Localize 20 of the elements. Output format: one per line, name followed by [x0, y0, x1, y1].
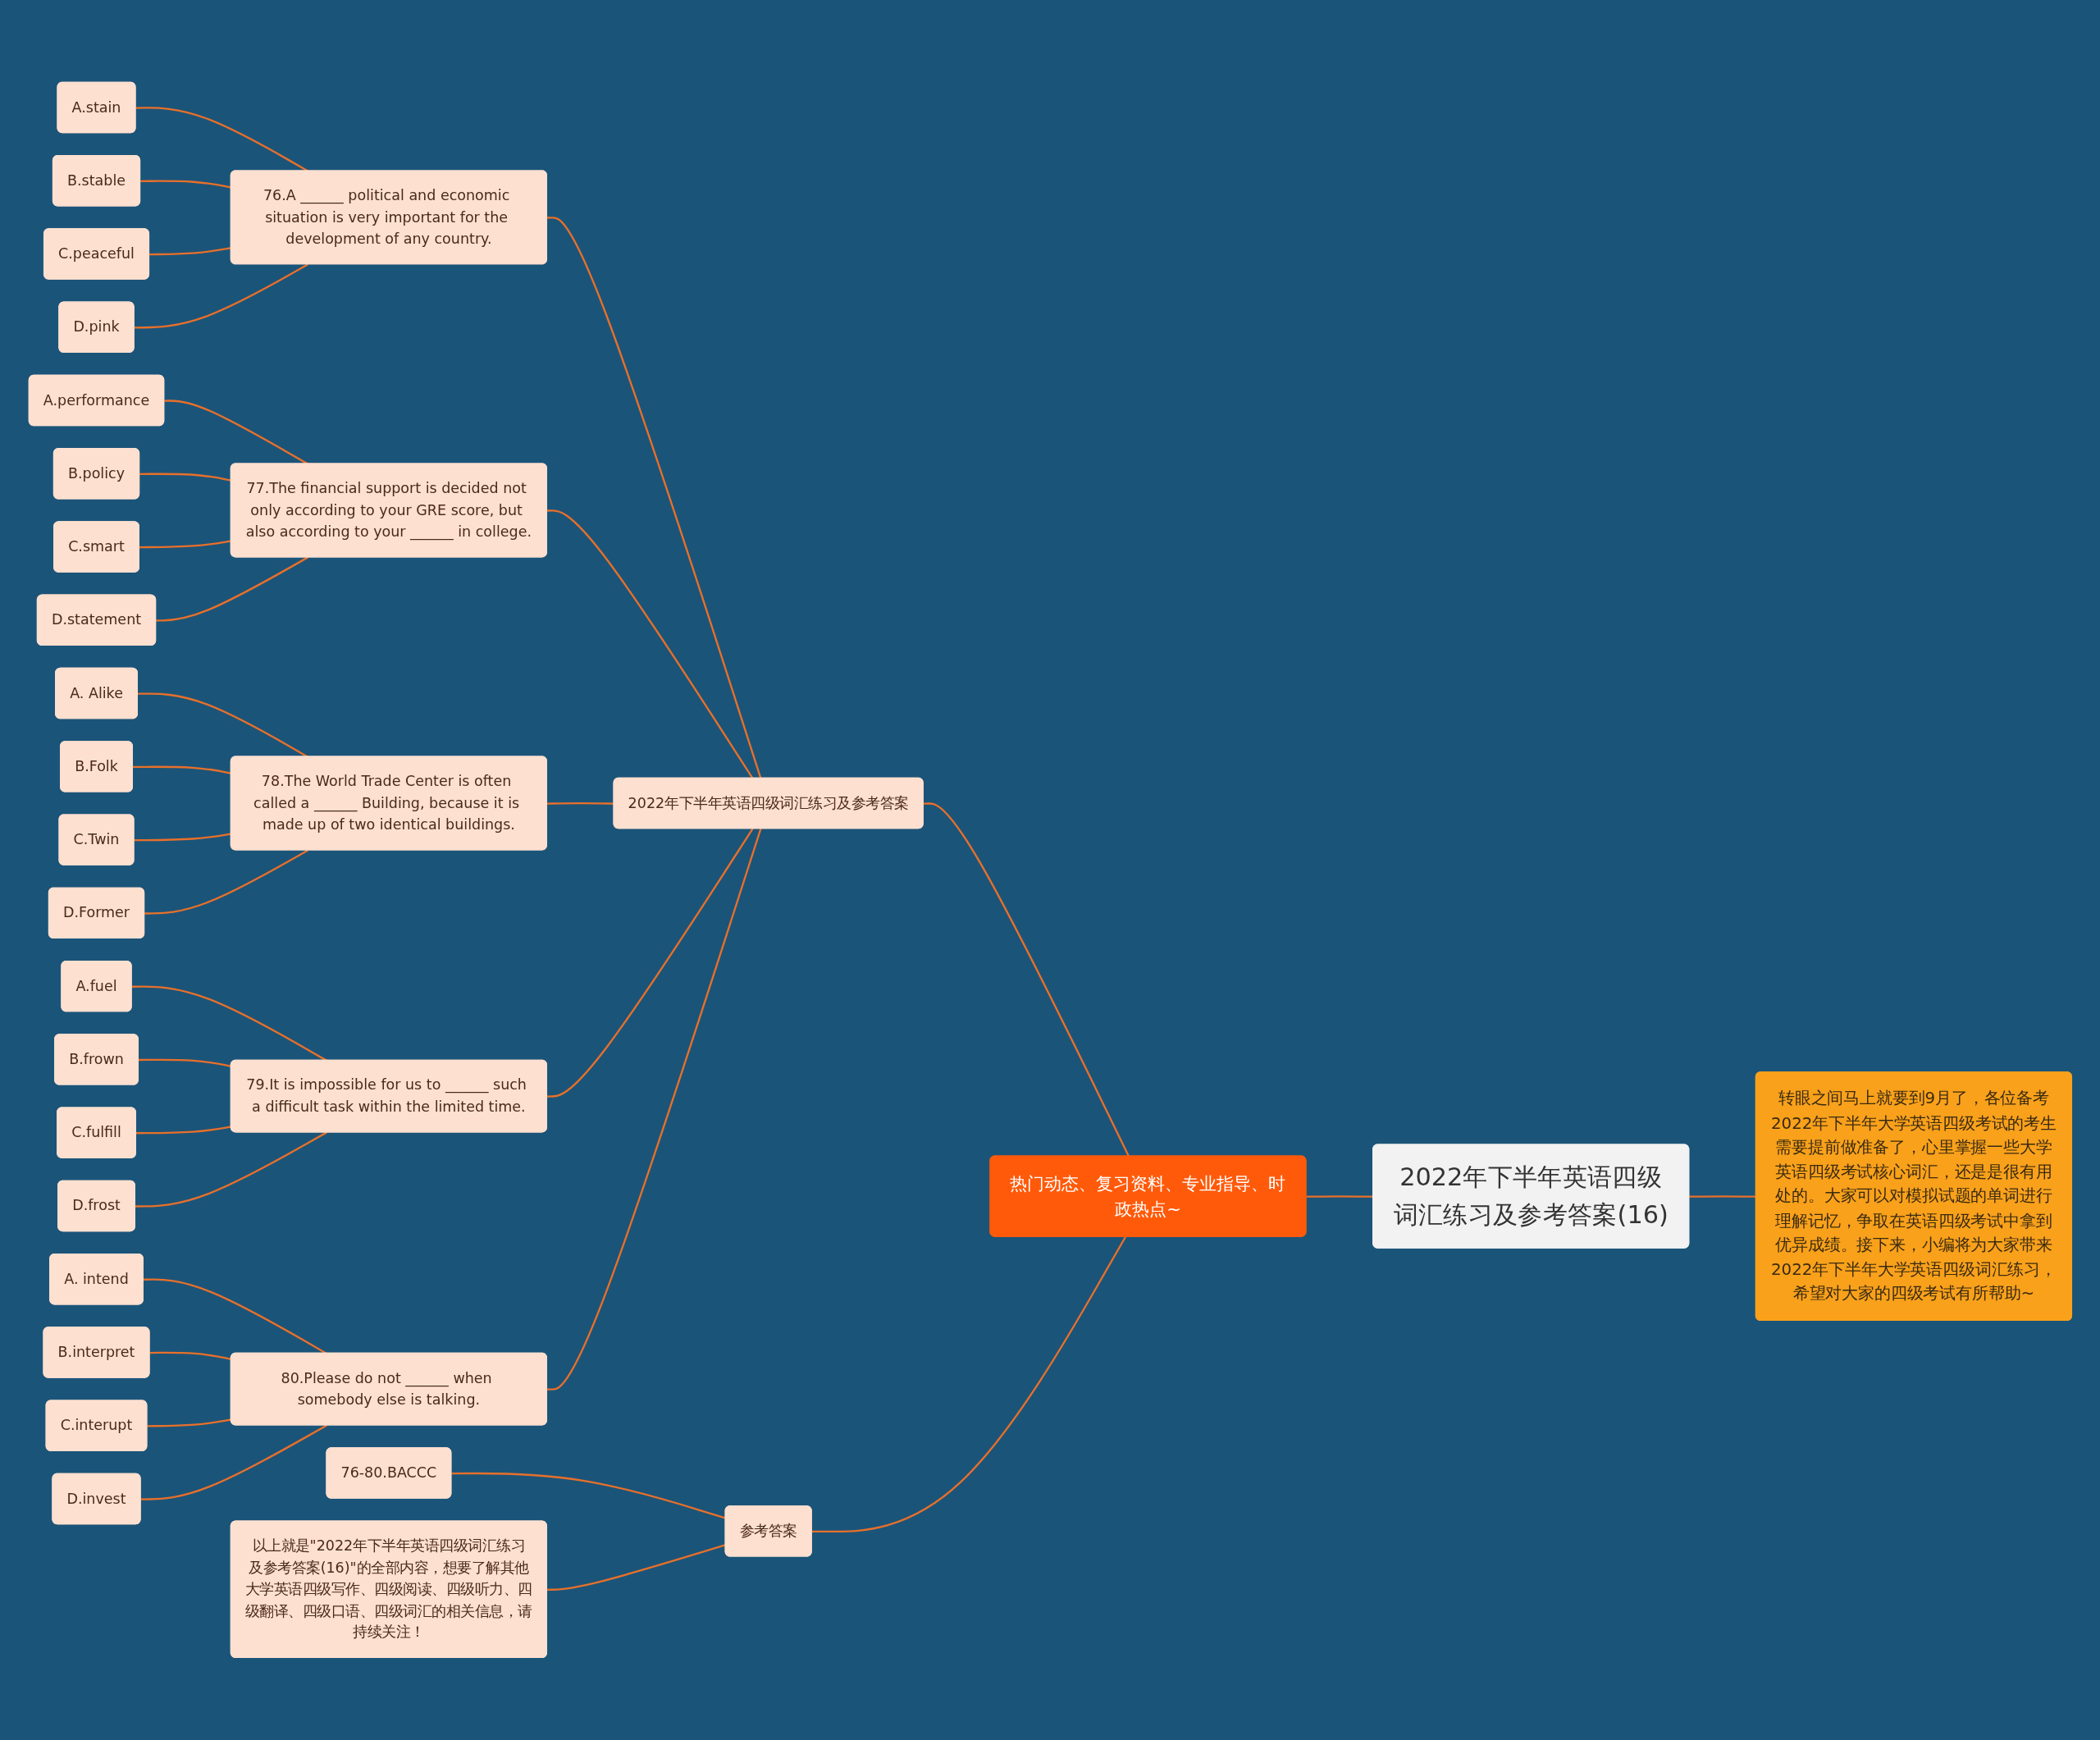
- connector: [149, 1351, 231, 1361]
- connector: [155, 556, 308, 622]
- connector: [163, 400, 308, 465]
- connector: [546, 217, 762, 779]
- connector: [546, 828, 754, 1098]
- connector: [923, 802, 1130, 1158]
- connector: [134, 263, 308, 329]
- connector: [138, 1058, 231, 1068]
- connector: [546, 509, 754, 779]
- connector: [140, 1424, 327, 1500]
- connector: [546, 828, 762, 1391]
- connector: [147, 1418, 231, 1427]
- connector: [811, 1236, 1126, 1533]
- connector: [131, 985, 327, 1062]
- connector: [137, 692, 308, 758]
- connector: [144, 849, 308, 915]
- connector: [135, 1126, 231, 1135]
- connector: [135, 107, 308, 172]
- connector: [1306, 1195, 1373, 1198]
- connector: [135, 1131, 327, 1208]
